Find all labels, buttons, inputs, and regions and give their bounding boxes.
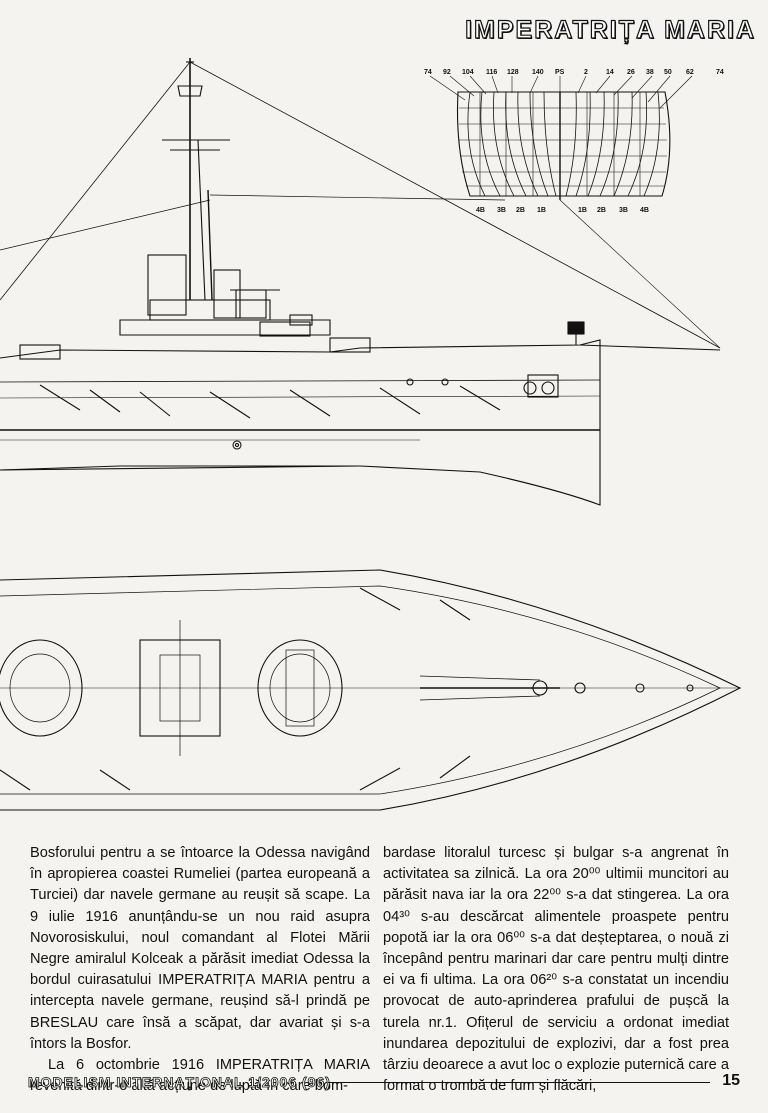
frame-label: 116 [486, 69, 497, 76]
page-number: 15 [722, 1072, 740, 1089]
frame-label: 3B [619, 207, 628, 214]
frame-label: 4B [476, 207, 485, 214]
article-paragraph: La 6 octombrie 1916 IMPERATRIȚA MARIA re… [30, 1057, 370, 1095]
deck-plan-drawing [0, 569, 742, 811]
frame-label: 104 [462, 69, 474, 76]
frame-label: 140 [532, 69, 544, 76]
frame-label: 4B [640, 207, 649, 214]
body-plan-diagram [429, 75, 693, 200]
frame-label: 1B [578, 207, 587, 214]
publication-name: MODELISM INTERNAȚIONAL 1/2006 (96) [28, 1074, 331, 1091]
frame-label: 2B [516, 207, 525, 214]
side-profile-drawing [0, 58, 721, 506]
page-title: IMPERATRIȚA MARIA [464, 15, 756, 44]
frame-label: 3B [497, 207, 506, 214]
article-column-right: bardase litoralul turcesc și bulgar s-a … [383, 843, 729, 1097]
frame-label: 128 [507, 69, 519, 76]
footer-divider [328, 1082, 710, 1083]
frame-label: 2 [584, 69, 588, 76]
frame-label: 26 [627, 69, 635, 76]
body-plan-labels: 74 92 104 116 128 140 PS 2 14 26 38 50 6… [424, 69, 724, 214]
article-paragraph: bardase litoralul turcesc și bulgar s-a … [383, 845, 729, 1095]
frame-label: 50 [664, 69, 672, 76]
frame-label: 74 [424, 69, 432, 76]
article-column-left: Bosforului pentru a se întoarce la Odess… [30, 843, 370, 1097]
frame-label: 14 [606, 69, 614, 76]
page-footer: MODELISM INTERNAȚIONAL 1/2006 (96) 15 [28, 1072, 740, 1094]
frame-label: 92 [443, 69, 451, 76]
ship-drawings: 74 92 104 116 128 140 PS 2 14 26 38 50 6… [0, 58, 742, 811]
frame-label: 38 [646, 69, 654, 76]
article-paragraph: Bosforului pentru a se întoarce la Odess… [30, 845, 370, 1052]
frame-label: 62 [686, 69, 694, 76]
frame-label: PS [555, 69, 565, 76]
frame-label: 74 [716, 69, 724, 76]
frame-label: 1B [537, 207, 546, 214]
frame-label: 2B [597, 207, 606, 214]
